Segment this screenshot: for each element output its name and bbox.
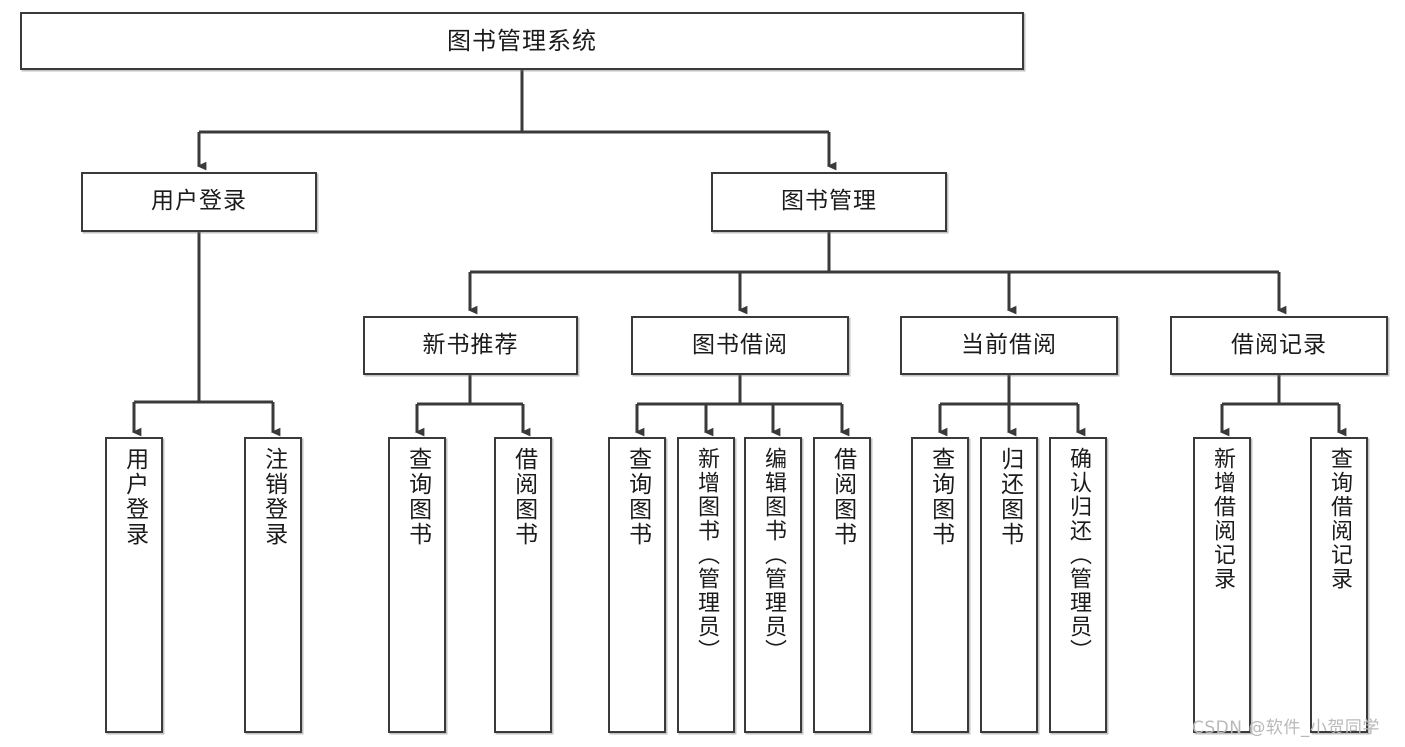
- node-leaf-user-logout[interactable]: 注销登录: [244, 437, 302, 733]
- node-label: 借阅图书: [829, 447, 856, 547]
- node-leaf-edit-book[interactable]: 编辑图书（管理员）: [744, 437, 802, 733]
- node-label: 新增图书（管理员）: [693, 447, 719, 663]
- node-label: 新书推荐: [422, 331, 519, 358]
- node-label: 借阅图书: [510, 447, 537, 547]
- node-leaf-return-book[interactable]: 归还图书: [980, 437, 1038, 733]
- node-leaf-add-record[interactable]: 新增借阅记录: [1193, 437, 1251, 733]
- node-leaf-user-login[interactable]: 用户登录: [105, 437, 163, 733]
- node-leaf-add-book[interactable]: 新增图书（管理员）: [677, 437, 735, 733]
- node-root-system[interactable]: 图书管理系统: [20, 12, 1024, 70]
- node-label: 图书借阅: [692, 331, 788, 358]
- node-leaf-query-book-2[interactable]: 查询图书: [608, 437, 666, 733]
- node-leaf-query-book-3[interactable]: 查询图书: [911, 437, 969, 733]
- node-label: 查询图书: [624, 447, 651, 547]
- node-book-management[interactable]: 图书管理: [711, 172, 947, 232]
- node-label: 新增借阅记录: [1209, 447, 1235, 591]
- node-label: 确认归还（管理员）: [1065, 447, 1091, 663]
- node-label: 查询图书: [404, 447, 431, 547]
- node-label: 图书管理系统: [447, 26, 597, 55]
- node-new-book-recommend[interactable]: 新书推荐: [363, 316, 578, 375]
- node-label: 用户登录: [151, 188, 247, 215]
- node-label: 查询借阅记录: [1326, 447, 1352, 591]
- node-leaf-borrow-book-2[interactable]: 借阅图书: [813, 437, 871, 733]
- node-label: 查询图书: [927, 447, 954, 547]
- node-leaf-query-record[interactable]: 查询借阅记录: [1310, 437, 1368, 733]
- node-label: 图书管理: [781, 188, 877, 215]
- node-borrow-record[interactable]: 借阅记录: [1170, 316, 1388, 375]
- node-leaf-query-book-1[interactable]: 查询图书: [388, 437, 446, 733]
- node-label: 借阅记录: [1231, 331, 1327, 358]
- node-label: 编辑图书（管理员）: [760, 447, 786, 663]
- node-label: 归还图书: [996, 447, 1023, 547]
- node-label: 用户登录: [121, 447, 148, 547]
- node-current-borrow[interactable]: 当前借阅: [900, 316, 1118, 375]
- node-book-borrow[interactable]: 图书借阅: [631, 316, 849, 375]
- node-leaf-borrow-book-1[interactable]: 借阅图书: [494, 437, 552, 733]
- node-label: 当前借阅: [961, 331, 1057, 358]
- csdn-watermark: CSDN @软件_小贺同学: [1192, 718, 1380, 738]
- node-leaf-confirm-return[interactable]: 确认归还（管理员）: [1049, 437, 1107, 733]
- node-label: 注销登录: [260, 447, 287, 547]
- node-user-login[interactable]: 用户登录: [81, 172, 317, 232]
